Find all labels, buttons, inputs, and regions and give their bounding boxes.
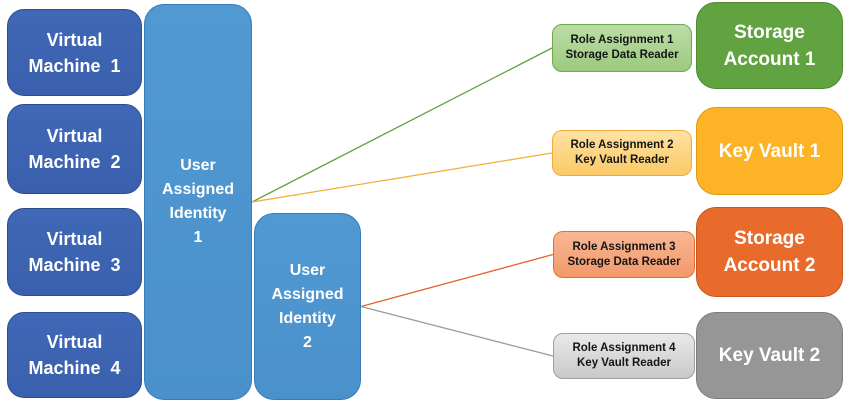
connector-identity-2-role-assignment-4 bbox=[360, 305, 554, 357]
connector-identity-2-role-assignment-3 bbox=[360, 253, 554, 308]
identity-1: User Assigned Identity 1 bbox=[144, 4, 252, 400]
key-vault-1: Key Vault 1 bbox=[696, 107, 843, 195]
role-assignment-4: Role Assignment 4 Key Vault Reader bbox=[553, 333, 695, 379]
virtual-machine-3: Virtual Machine 3 bbox=[7, 208, 142, 296]
storage-account-1: Storage Account 1 bbox=[696, 2, 843, 89]
virtual-machine-2: Virtual Machine 2 bbox=[7, 104, 142, 194]
storage-account-2: Storage Account 2 bbox=[696, 207, 843, 297]
key-vault-2: Key Vault 2 bbox=[696, 312, 843, 399]
role-assignment-2: Role Assignment 2 Key Vault Reader bbox=[552, 130, 692, 176]
connector-identity-1-role-assignment-2 bbox=[251, 152, 553, 203]
connector-identity-1-role-assignment-1 bbox=[251, 47, 553, 203]
virtual-machine-4: Virtual Machine 4 bbox=[7, 312, 142, 398]
role-assignment-3: Role Assignment 3 Storage Data Reader bbox=[553, 231, 695, 278]
role-assignment-1: Role Assignment 1 Storage Data Reader bbox=[552, 24, 692, 72]
virtual-machine-1: Virtual Machine 1 bbox=[7, 9, 142, 96]
identity-2: User Assigned Identity 2 bbox=[254, 213, 361, 400]
